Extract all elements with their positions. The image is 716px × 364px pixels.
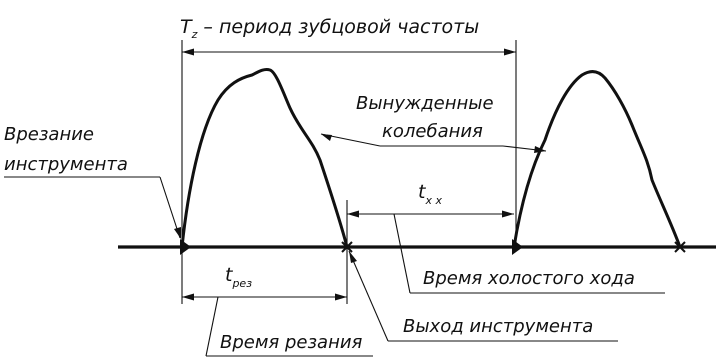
idle-time-dimension xyxy=(346,200,514,247)
entry-marker-1 xyxy=(180,239,191,255)
tool-entry-leader xyxy=(4,176,181,239)
idle-time-symbol: tx x xyxy=(418,181,442,207)
tool-exit-label: Выход инструмента xyxy=(403,316,593,337)
period-label: Tz – период зубцовой частоты xyxy=(180,16,479,41)
period-dimension xyxy=(181,40,517,247)
forced-vibration-pulse-2 xyxy=(512,70,682,249)
tool-entry-label-line2: инструмента xyxy=(4,154,128,175)
cutting-time-leader xyxy=(205,296,373,357)
cutting-time-dimension xyxy=(181,247,348,304)
entry-marker-2 xyxy=(512,239,523,255)
forced-vibrations-label-line2: колебания xyxy=(382,121,483,142)
cutting-time-label: Время резания xyxy=(220,332,363,353)
forced-vibration-pulse-1 xyxy=(180,68,349,249)
forced-vibrations-label: Вынужденные xyxy=(356,93,494,114)
exit-marker-2 xyxy=(674,241,686,253)
idle-time-leader xyxy=(393,213,665,294)
tool-entry-label: Врезание xyxy=(4,124,94,145)
idle-time-label: Время холостого хода xyxy=(423,268,635,289)
cutting-time-symbol: tрез xyxy=(225,264,252,290)
tool-exit-leader xyxy=(348,250,618,342)
forced-vibrations-leaders xyxy=(320,133,547,153)
